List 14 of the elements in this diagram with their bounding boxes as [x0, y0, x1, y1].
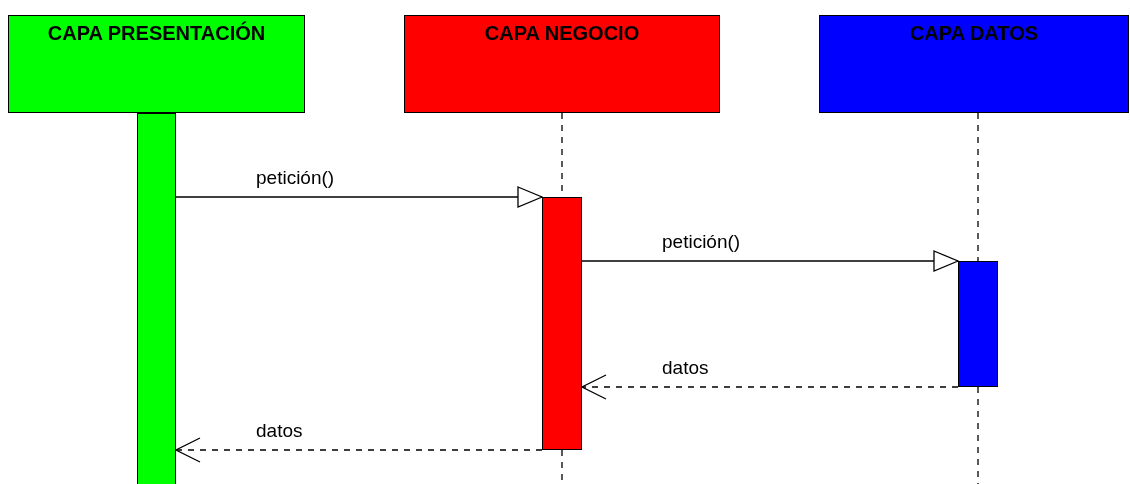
lifeline-header [819, 15, 1129, 113]
header-title: CAPA NEGOCIO [484, 22, 640, 45]
activation-bar [137, 113, 176, 484]
header-title: CAPA DATOS [909, 22, 1039, 45]
activation-bar [958, 261, 998, 387]
message-arrow [175, 437, 543, 463]
message-arrow [581, 250, 959, 272]
lifeline [977, 112, 979, 262]
message-arrow [175, 186, 543, 208]
lifeline-header [404, 15, 720, 113]
activation-bar [542, 197, 582, 450]
lifeline-header [8, 15, 305, 113]
header-title: CAPA PRESENTACIÓN [47, 22, 266, 45]
message-arrow [581, 374, 959, 400]
